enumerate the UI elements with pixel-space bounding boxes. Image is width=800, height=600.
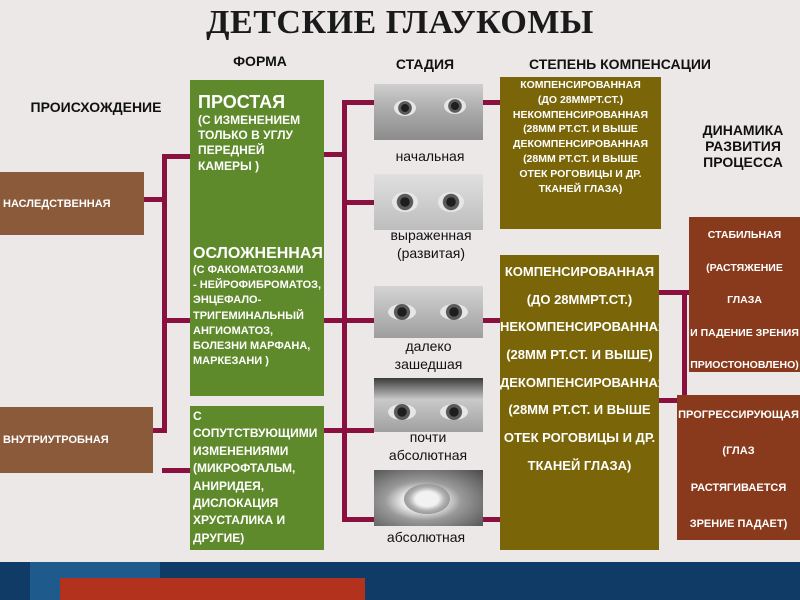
header-compensation: СТЕПЕНЬ КОМПЕНСАЦИИ [529,56,711,72]
compensation-small: КОМПЕНСИРОВАННАЯ (ДО 28ММРТ.СТ.) НЕКОМПЕ… [500,77,661,229]
connector-line [483,517,503,522]
connector-line [144,197,164,202]
stage-near-absolute-label: почти абсолютная [388,429,468,464]
connector-line [162,468,190,473]
stage-initial-label: начальная [395,148,465,164]
connector-line [342,100,347,522]
eye-icon [444,98,466,114]
connector-line [342,428,374,433]
form-concomitant: С СОПУТСТВУЮЩИМИ ИЗМЕНЕНИЯМИ (МИКРОФТАЛЬ… [190,406,324,550]
stage-advanced-photo [374,174,483,230]
stage-far-advanced-label: далеко зашедшая [394,338,463,373]
compensation-large: КОМПЕНСИРОВАННАЯ (ДО 28ММРТ.СТ.) НЕКОМПЕ… [500,255,659,550]
dynamics-stable: СТАБИЛЬНАЯ (РАСТЯЖЕНИЕ ГЛАЗА И ПАДЕНИЕ З… [689,217,800,372]
connector-line [342,318,374,323]
form-complicated-text: (С ФАКОМАТОЗАМИ - НЕЙРОФИБРОМАТОЗ, ЭНЦЕФ… [193,264,322,368]
eye-icon [440,404,468,420]
connector-line [483,318,503,323]
eye-icon [388,404,416,420]
dynamics-stable-text: СТАБИЛЬНАЯ (РАСТЯЖЕНИЕ ГЛАЗА И ПАДЕНИЕ З… [690,229,799,372]
connector-line [162,154,190,159]
origin-intrauterine: ВНУТРИУТРОБНАЯ [0,407,153,473]
header-origin: ПРОИСХОЖДЕНИЕ [30,99,162,115]
form-simple: ПРОСТАЯ (С ИЗМЕНЕНИЕМ ТОЛЬКО В УГЛУ ПЕРЕ… [190,80,324,260]
eye-icon [388,304,416,320]
connector-line [324,318,346,323]
connector-line [659,290,689,295]
origin-hereditary-label: НАСЛЕДСТВЕННАЯ [3,197,111,210]
stage-far-advanced-photo [374,286,483,338]
origin-hereditary: НАСЛЕДСТВЕННАЯ [0,172,144,235]
connector-line [162,156,167,433]
connector-line [342,100,374,105]
eye-icon [394,100,416,116]
header-form: ФОРМА [233,53,287,69]
compensation-small-text: КОМПЕНСИРОВАННАЯ (ДО 28ММРТ.СТ.) НЕКОМПЕ… [512,79,649,195]
form-complicated-title: ОСЛОЖНЕННАЯ [193,245,323,262]
page-title: ДЕТСКИЕ ГЛАУКОМЫ [206,4,594,41]
form-simple-title: ПРОСТАЯ [198,92,286,112]
header-stage: СТАДИЯ [395,56,455,72]
header-dynamics: ДИНАМИКА РАЗВИТИЯ ПРОЦЕССА [702,122,784,171]
stage-near-absolute-photo [374,378,483,432]
form-simple-text: (С ИЗМЕНЕНИЕМ ТОЛЬКО В УГЛУ ПЕРЕДНЕЙ КАМ… [198,113,301,173]
connector-line [342,517,374,522]
eye-icon [438,192,464,212]
stage-absolute-photo [374,470,483,526]
connector-line [682,290,687,403]
dynamics-progressive: ПРОГРЕССИРУЮЩАЯ (ГЛАЗ РАСТЯГИВАЕТСЯ ЗРЕН… [677,395,800,540]
connector-line [324,152,346,157]
dynamics-progressive-text: ПРОГРЕССИРУЮЩАЯ (ГЛАЗ РАСТЯГИВАЕТСЯ ЗРЕН… [678,409,799,530]
stage-absolute-label: абсолютная [386,529,466,545]
footer-accent-bar [60,578,365,600]
eye-icon [404,484,450,514]
compensation-large-text: КОМПЕНСИРОВАННАЯ (ДО 28ММРТ.СТ.) НЕКОМПЕ… [500,264,659,473]
connector-line [324,428,346,433]
origin-intrauterine-label: ВНУТРИУТРОБНАЯ [3,434,109,446]
connector-line [162,318,190,323]
stage-advanced-label: выраженная (развитая) [390,227,472,262]
form-complicated: ОСЛОЖНЕННАЯ (С ФАКОМАТОЗАМИ - НЕЙРОФИБРО… [190,243,324,396]
connector-line [342,200,374,205]
connector-line [483,100,503,105]
eye-icon [440,304,468,320]
stage-initial-photo [374,84,483,140]
eye-icon [392,192,418,212]
connector-line [153,428,164,433]
form-concomitant-text: С СОПУТСТВУЮЩИМИ ИЗМЕНЕНИЯМИ (МИКРОФТАЛЬ… [193,409,318,545]
connector-line [656,398,686,403]
